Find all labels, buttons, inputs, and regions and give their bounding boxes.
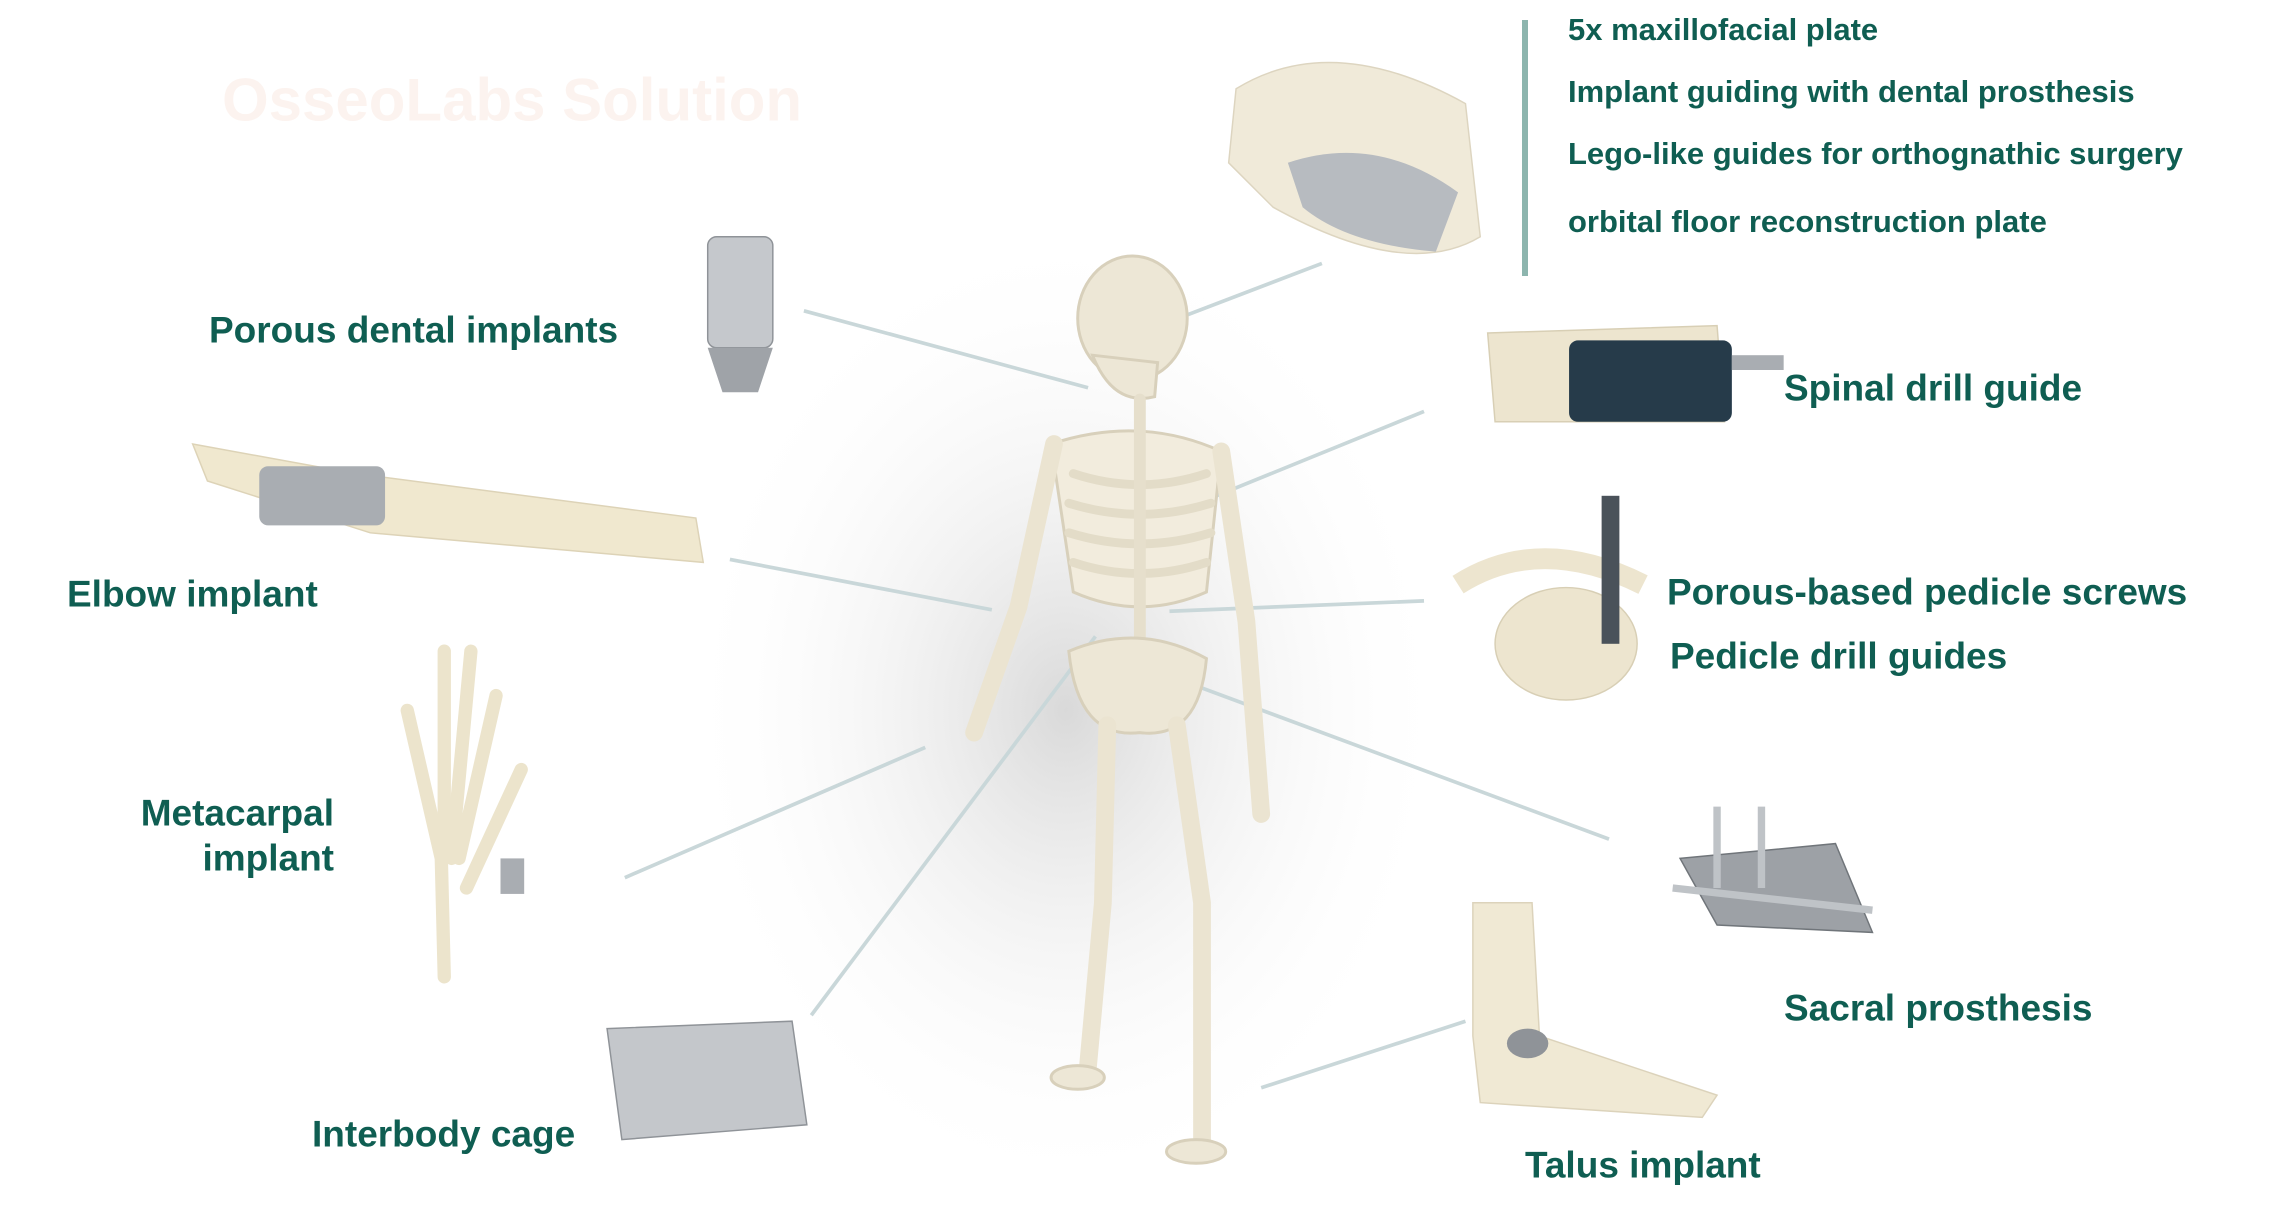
- label-porous-dental-implants: Porous dental implants: [209, 309, 619, 351]
- label-talus-implant: Talus implant: [1525, 1144, 1761, 1186]
- maxillofacial-plate-image: [1227, 61, 1482, 255]
- connector-lines: [624, 261, 1610, 1090]
- skeleton: [965, 254, 1271, 1165]
- label-pedicle-drill-guides: Pedicle drill guides: [1670, 635, 2008, 677]
- label-elbow-implant: Elbow implant: [67, 573, 318, 615]
- watermark-title: OsseoLabs Solution: [222, 66, 803, 134]
- list-item: Lego-like guides for orthognathic surger…: [1568, 136, 2183, 171]
- interbody-cage-image: [606, 1020, 808, 1141]
- pedicle-screw-image: [1452, 495, 1648, 701]
- spinal-drill-guide-image: [1486, 324, 1784, 423]
- list-item: Implant guiding with dental prosthesis: [1568, 74, 2135, 109]
- label-spinal-drill-guide: Spinal drill guide: [1784, 367, 2083, 409]
- label-interbody-cage: Interbody cage: [312, 1113, 576, 1155]
- maxillofacial-list: 5x maxillofacial plate Implant guiding w…: [1522, 12, 2183, 276]
- label-sacral-prosthesis: Sacral prosthesis: [1784, 987, 2093, 1029]
- label-metacarpal-line2: implant: [202, 837, 334, 879]
- talus-foot-image: [1472, 902, 1719, 1119]
- list-item: 5x maxillofacial plate: [1568, 12, 1879, 47]
- elbow-implant-image: [191, 443, 705, 564]
- sacral-prosthesis-image: [1672, 806, 1874, 934]
- label-metacarpal-line1: Metacarpal: [140, 792, 334, 834]
- list-item: orbital floor reconstruction plate: [1568, 204, 2047, 239]
- label-pedicle-screws: Porous-based pedicle screws: [1667, 571, 2188, 613]
- hand-image: [400, 644, 528, 984]
- dental-implant-image: [706, 236, 774, 393]
- background-glow: [681, 222, 1451, 1199]
